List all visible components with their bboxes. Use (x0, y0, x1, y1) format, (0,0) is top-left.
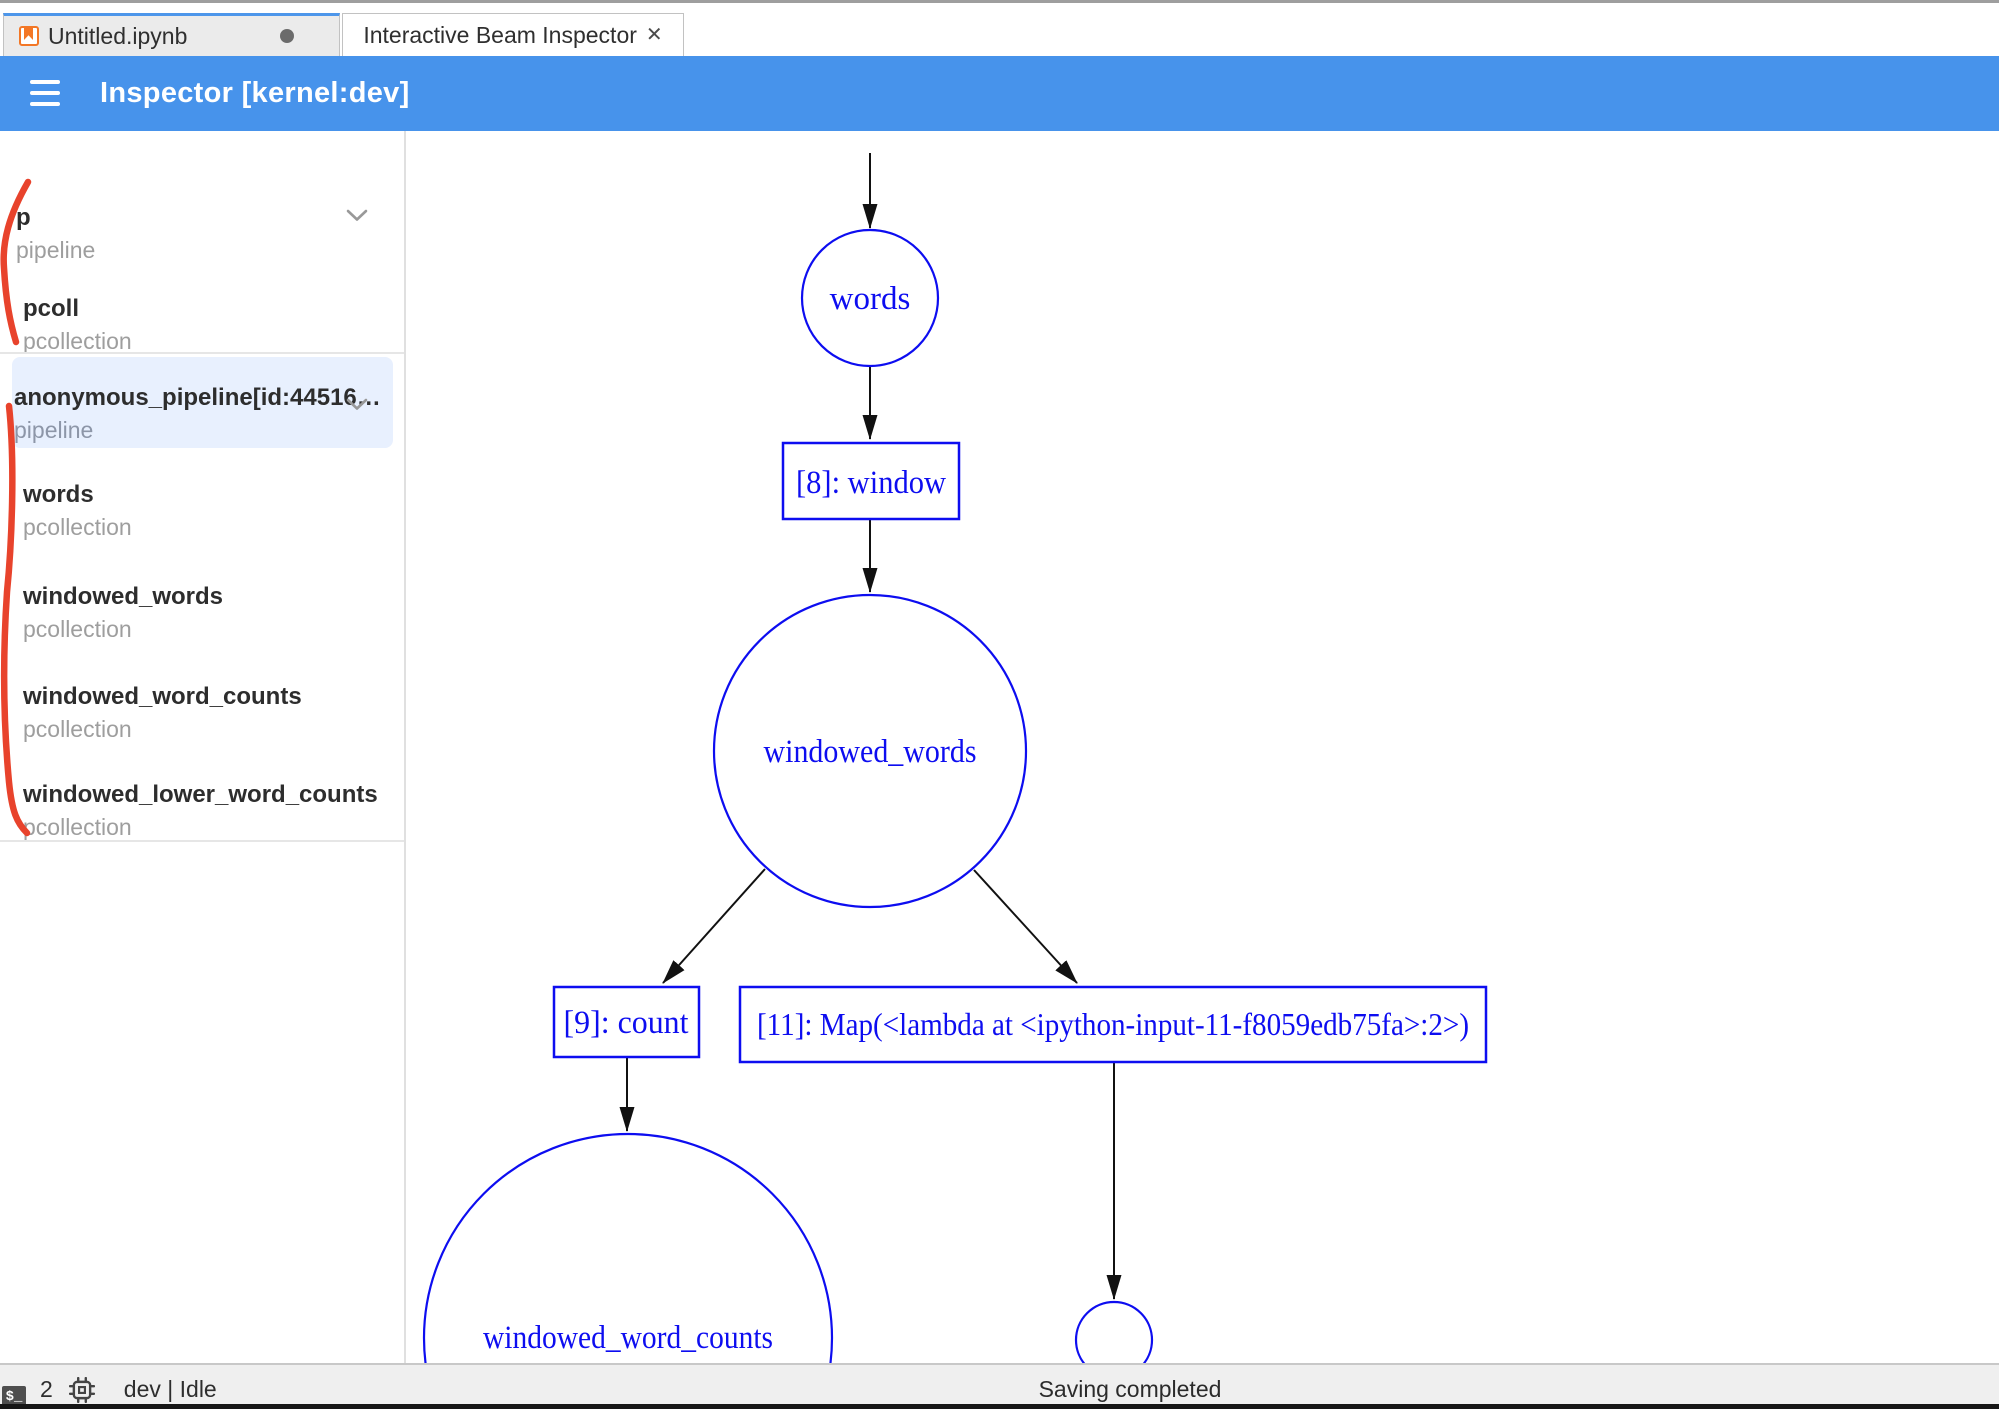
graph-node-map-transform: [11]: Map(<lambda at <ipython-input-11-f… (738, 985, 1488, 1064)
tab-label: Untitled.ipynb (48, 22, 188, 49)
svg-text:windowed_word_counts: windowed_word_counts (483, 1320, 773, 1356)
item-title: p (16, 204, 31, 231)
sidebar-item-words[interactable]: words pcollection (23, 478, 403, 543)
item-subtitle: pcollection (23, 616, 132, 642)
graph-node-windowed-word-counts: windowed_word_counts (422, 1132, 834, 1363)
graph-node-unlabeled-pcollection (1074, 1300, 1154, 1363)
item-title: windowed_word_counts (23, 683, 302, 710)
graph-node-words: words (800, 228, 940, 368)
pipeline-graph: words [8]: window windowed_words [9]: co… (422, 153, 1488, 1363)
inspector-header: Inspector [kernel:dev] (0, 56, 1999, 131)
graph-edge-windowed-words-to-count (662, 868, 766, 984)
svg-text:[9]: count: [9]: count (564, 1005, 689, 1041)
notebook-icon (19, 26, 39, 46)
graph-node-window-transform: [8]: window (781, 441, 961, 521)
tab-label: Interactive Beam Inspector (363, 21, 637, 48)
tab-untitled-notebook[interactable]: Untitled.ipynb (3, 13, 340, 56)
page-title: Inspector [kernel:dev] (100, 77, 410, 109)
item-subtitle: pipeline (14, 417, 94, 443)
item-title: pcoll (23, 295, 80, 322)
item-subtitle: pcollection (23, 716, 132, 742)
item-title: windowed_lower_word_counts (23, 781, 378, 808)
close-icon[interactable]: ✕ (645, 24, 663, 46)
sidebar-divider (0, 352, 404, 354)
dock-tab-bar: Untitled.ipynb Interactive Beam Inspecto… (0, 3, 1999, 56)
graph-node-windowed-words: windowed_words (712, 593, 1028, 909)
status-bar: $_ 2 dev | Idle Saving completed (0, 1363, 1999, 1409)
item-subtitle: pcollection (23, 514, 132, 540)
status-message: Saving completed (1038, 1376, 1222, 1402)
sidebar-divider (0, 840, 404, 842)
sidebar-item-pcoll[interactable]: pcoll pcollection (23, 292, 403, 357)
terminal-icon[interactable]: $_ (2, 1386, 26, 1407)
status-bar-left: $_ 2 dev | Idle (0, 1373, 1999, 1407)
sidebar-item-windowed-lower-word-counts[interactable]: windowed_lower_word_counts pcollection (23, 778, 403, 843)
terminal-count[interactable]: 2 (40, 1376, 53, 1402)
unsaved-changes-dot[interactable] (280, 29, 294, 43)
item-title: words (23, 481, 94, 508)
svg-text:[8]: window: [8]: window (796, 465, 946, 501)
chevron-down-icon[interactable] (346, 398, 368, 411)
pipeline-sidebar: p pipeline pcoll pcollection anonymous_p… (0, 131, 406, 1363)
kernel-status[interactable]: dev | Idle (123, 1376, 217, 1402)
chevron-down-icon[interactable] (346, 209, 368, 222)
svg-text:windowed_words: windowed_words (764, 734, 977, 770)
tab-interactive-beam-inspector[interactable]: Interactive Beam Inspector ✕ (342, 13, 684, 56)
selected-item-highlight (12, 357, 393, 448)
svg-text:[11]: Map(<lambda at <ipython-: [11]: Map(<lambda at <ipython-input-11-f… (757, 1006, 1469, 1042)
sidebar-item-windowed-word-counts[interactable]: windowed_word_counts pcollection (23, 680, 403, 745)
graph-edge-windowed-words-to-map (973, 869, 1078, 984)
sidebar-item-anonymous-pipeline[interactable]: anonymous_pipeline[id:44516… pipeline (14, 381, 381, 446)
window-bottom-edge (0, 1404, 1999, 1409)
item-subtitle: pipeline (16, 237, 96, 263)
sidebar-item-pipeline-p[interactable]: p pipeline (16, 201, 396, 266)
pipeline-graph-panel: words [8]: window windowed_words [9]: co… (406, 131, 1999, 1363)
hamburger-menu-icon[interactable] (30, 80, 60, 106)
item-subtitle: pcollection (23, 814, 132, 840)
svg-text:words: words (830, 281, 911, 317)
item-subtitle: pcollection (23, 328, 132, 354)
window-top-edge (0, 0, 1999, 3)
sidebar-item-windowed-words[interactable]: windowed_words pcollection (23, 580, 403, 645)
item-title: anonymous_pipeline[id:44516… (14, 384, 381, 411)
graph-node-count-transform: [9]: count (552, 985, 701, 1059)
kernel-chip-icon[interactable] (68, 1376, 95, 1403)
item-title: windowed_words (23, 583, 224, 610)
